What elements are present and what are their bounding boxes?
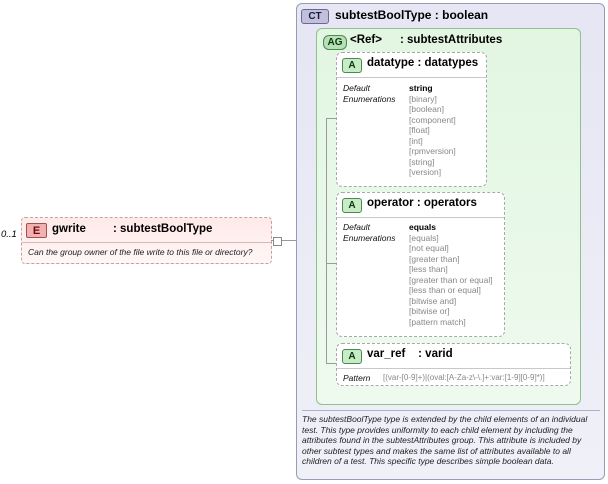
enum-value: [component] xyxy=(409,114,456,125)
enum-value: [int] xyxy=(409,135,423,146)
enum-value: [less than or equal] xyxy=(409,285,481,295)
attribute-group-name: : subtestAttributes xyxy=(400,34,503,46)
enum-value: [string] xyxy=(409,156,435,167)
default-value: equals xyxy=(409,222,436,232)
attribute-header: A var_ref : varid xyxy=(337,344,570,369)
element-header: E gwrite : subtestBoolType xyxy=(22,218,271,243)
attribute-icon: A xyxy=(342,349,362,364)
attribute-var-ref[interactable]: A var_ref : varid Pattern [(var-[0-9]+)|… xyxy=(336,343,571,386)
pattern-label: Pattern xyxy=(343,373,371,383)
enum-value: [bitwise and] xyxy=(409,295,457,306)
attribute-datatype[interactable]: A datatype : datatypes Default Enumerati… xyxy=(336,52,487,187)
collapse-toggle-icon[interactable] xyxy=(273,237,282,246)
enum-value: [rpmversion] xyxy=(409,146,456,156)
default-label: Default xyxy=(343,83,370,93)
default-label: Default xyxy=(343,222,370,232)
enumerations-label: Enumerations xyxy=(343,232,396,243)
pattern-value: [(var-[0-9]+)|(oval:[A-Za-z\-\.]+:var:[1… xyxy=(383,373,545,382)
enum-value: [boolean] xyxy=(409,104,444,114)
element-icon: E xyxy=(26,223,47,238)
attribute-title: var_ref : varid xyxy=(367,348,453,360)
enum-value: [less than] xyxy=(409,264,448,274)
enum-value: [equals] xyxy=(409,232,439,243)
element-documentation: Can the group owner of the file write to… xyxy=(28,247,253,257)
enum-value: [version] xyxy=(409,167,442,177)
enum-value: [pattern match] xyxy=(409,316,466,327)
complex-type-title: subtestBoolType : boolean xyxy=(335,8,489,22)
enum-value: [bitwise or] xyxy=(409,306,450,316)
enum-value: [greater than] xyxy=(409,253,460,264)
attribute-group-icon: AG xyxy=(323,35,347,50)
element-type: : subtestBoolType xyxy=(113,223,213,235)
attribute-icon: A xyxy=(342,198,362,213)
enumeration-values: string [binary] [boolean] [component] [f… xyxy=(409,83,456,178)
complex-type-icon: CT xyxy=(301,9,329,24)
enumerations-label: Enumerations xyxy=(343,93,396,104)
attribute-title: operator : operators xyxy=(367,197,477,209)
default-value: string xyxy=(409,83,433,93)
connector-line xyxy=(326,118,336,119)
enum-value: [not equal] xyxy=(409,243,449,253)
attribute-group-ref: <Ref> xyxy=(350,34,382,46)
element-name: gwrite xyxy=(52,223,86,235)
attribute-header: A datatype : datatypes xyxy=(337,53,486,78)
connector-line xyxy=(326,118,327,364)
complex-type-documentation: The subtestBoolType type is extended by … xyxy=(302,410,600,467)
enum-value: [binary] xyxy=(409,93,437,104)
enum-value: [float] xyxy=(409,125,430,135)
attribute-header: A operator : operators xyxy=(337,193,504,218)
connector-line xyxy=(282,240,296,241)
attribute-operator[interactable]: A operator : operators Default Enumerati… xyxy=(336,192,505,337)
element-gwrite[interactable]: E gwrite : subtestBoolType Can the group… xyxy=(21,217,272,264)
occurrence-label: 0..1 xyxy=(1,229,17,240)
connector-line xyxy=(326,363,336,364)
attribute-icon: A xyxy=(342,58,362,73)
enum-value: [greater than or equal] xyxy=(409,274,493,285)
enumeration-values: equals [equals] [not equal] [greater tha… xyxy=(409,222,493,327)
attribute-title: datatype : datatypes xyxy=(367,57,479,69)
connector-line xyxy=(326,263,336,264)
